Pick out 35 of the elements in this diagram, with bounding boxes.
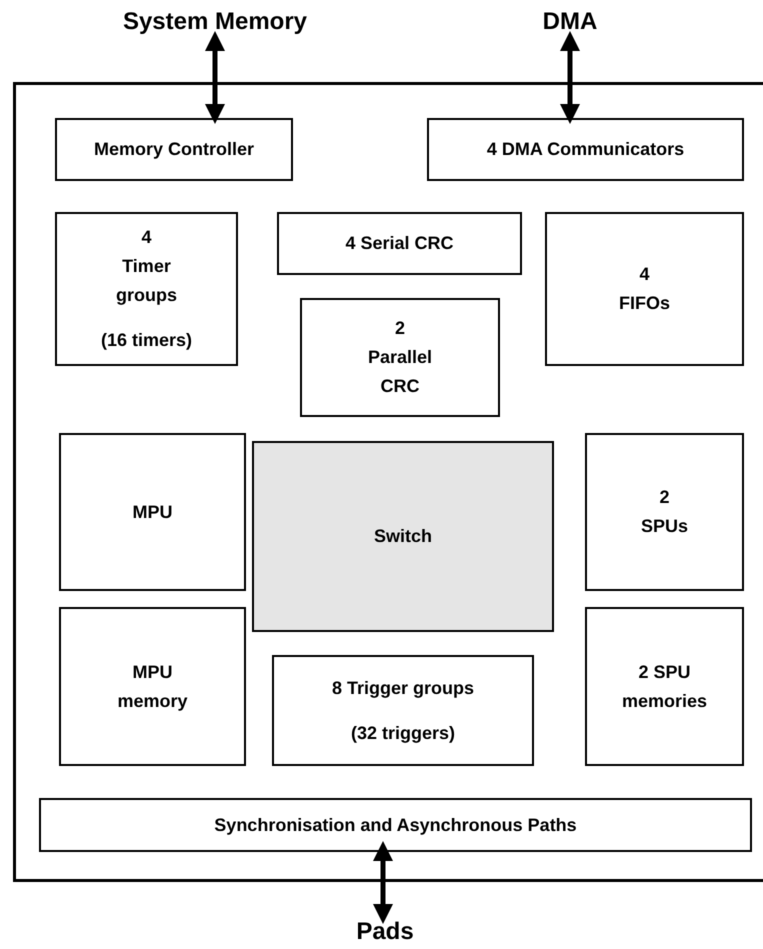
component-box bbox=[427, 118, 744, 181]
box-label: Synchronisation and Asynchronous Paths bbox=[214, 814, 577, 837]
component-box bbox=[277, 212, 522, 275]
interface-label: System Memory bbox=[110, 5, 320, 39]
box-label: Switch bbox=[374, 525, 432, 548]
interface-label: DMA bbox=[530, 5, 610, 39]
component-box bbox=[55, 212, 238, 366]
double-arrow bbox=[373, 841, 393, 924]
box-label: 2 SPUs bbox=[640, 486, 688, 538]
component-box bbox=[272, 655, 534, 766]
box-label: 4 FIFOs bbox=[619, 263, 670, 315]
box-label: 2 SPU memories bbox=[622, 660, 708, 712]
component-box bbox=[300, 298, 500, 417]
box-label: (32 triggers) bbox=[350, 722, 456, 745]
component-box bbox=[59, 607, 246, 766]
box-label: 4 DMA Communicators bbox=[486, 138, 684, 161]
box-label: 8 Trigger groups bbox=[332, 676, 474, 700]
box-label: (16 timers) bbox=[100, 329, 192, 352]
interface-label: Pads bbox=[350, 915, 420, 949]
chip-outline bbox=[13, 82, 763, 882]
component-box bbox=[39, 798, 752, 852]
box-label: MPU memory bbox=[117, 660, 188, 713]
box-label: 4 Timer groups bbox=[116, 226, 177, 307]
component-box bbox=[545, 212, 744, 366]
component-box bbox=[59, 433, 246, 591]
box-label: MPU bbox=[132, 500, 172, 524]
double-arrow bbox=[560, 31, 580, 124]
component-box bbox=[585, 607, 744, 766]
double-arrow bbox=[205, 31, 225, 124]
component-box bbox=[252, 441, 554, 632]
component-box bbox=[55, 118, 293, 181]
box-label: Memory Controller bbox=[94, 138, 254, 161]
box-label: 2 Parallel CRC bbox=[368, 317, 432, 398]
box-label: 4 Serial CRC bbox=[345, 232, 454, 255]
component-box bbox=[585, 433, 744, 591]
